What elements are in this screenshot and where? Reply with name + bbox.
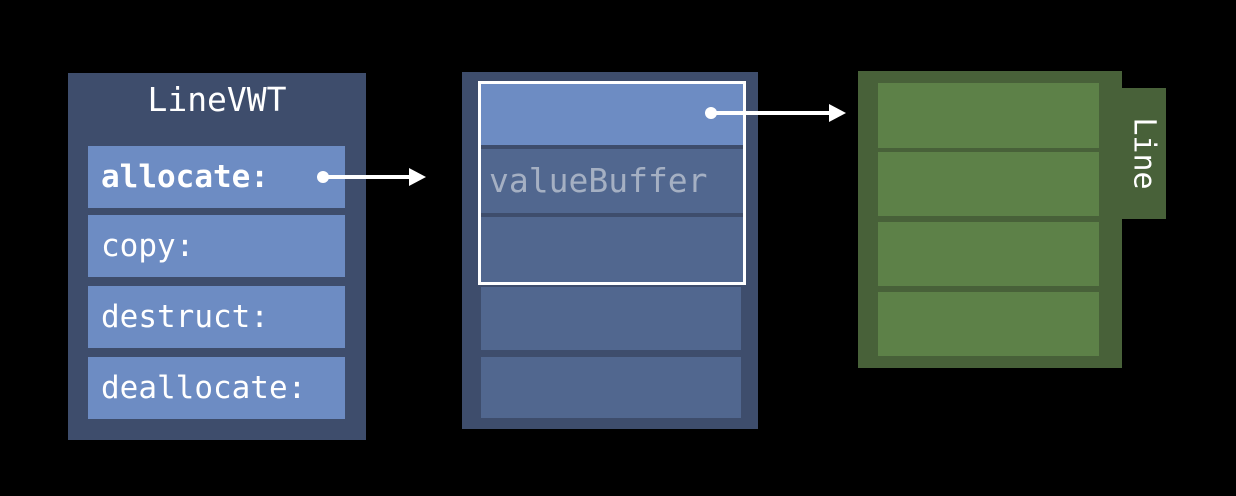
value-buffer-slot-3 — [481, 217, 743, 282]
vwt-row-deallocate: deallocate: — [88, 357, 345, 419]
vwt-row-destruct: destruct: — [88, 286, 345, 348]
vwt-row-allocate-label: allocate: — [101, 159, 269, 195]
existential-container: valueBuffer — [462, 72, 758, 429]
value-buffer-slot-2: valueBuffer — [481, 149, 743, 213]
container-extra-slot-1 — [481, 287, 741, 350]
value-buffer-outline: valueBuffer — [478, 81, 746, 285]
vwt-row-deallocate-label: deallocate: — [101, 370, 307, 406]
value-buffer-slot-1 — [481, 84, 743, 145]
container-extra-slot-2 — [481, 357, 741, 418]
vwt-title: LineVWT — [147, 80, 287, 119]
line-struct-tab-label: Line — [1126, 117, 1162, 190]
line-struct: Line — [858, 71, 1166, 368]
vwt-table: LineVWT allocate: copy: destruct: deallo… — [68, 73, 366, 440]
vwt-row-copy-label: copy: — [101, 228, 195, 264]
line-struct-tab: Line — [1122, 88, 1166, 219]
line-struct-slot-4 — [878, 292, 1099, 356]
vwt-row-destruct-label: destruct: — [101, 299, 269, 335]
arrow-allocate-head — [409, 168, 426, 186]
line-struct-slot-3 — [878, 222, 1099, 286]
arrow-buffer-head — [829, 104, 846, 122]
vwt-row-copy: copy: — [88, 215, 345, 277]
vwt-row-allocate: allocate: — [88, 146, 345, 208]
value-buffer-label: valueBuffer — [489, 161, 708, 200]
line-struct-slot-1 — [878, 83, 1099, 148]
line-struct-slot-2 — [878, 152, 1099, 216]
